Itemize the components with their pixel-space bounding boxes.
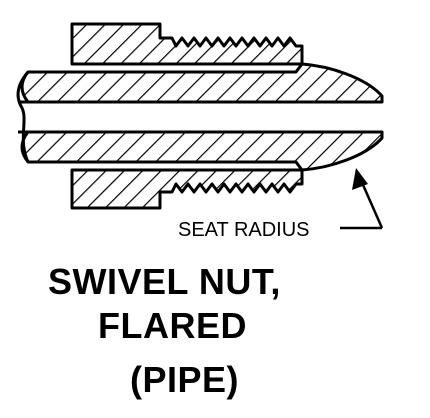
seat-radius-label: SEAT RADIUS (178, 219, 310, 241)
nut-upper-section (70, 22, 304, 66)
title-line-3: (PIPE) (130, 359, 240, 400)
pipe-bore (18, 100, 382, 134)
title-line-2: FLARED (98, 305, 247, 346)
callout-arrow-shaft (358, 177, 384, 229)
arrow-head-icon (352, 168, 368, 190)
title-line-1: SWIVEL NUT, (48, 261, 281, 302)
pipe-break-line (16, 71, 30, 163)
nut-lower-section (70, 168, 304, 210)
pipe-upper-wall (20, 62, 384, 104)
pipe-lower-wall (20, 130, 384, 172)
